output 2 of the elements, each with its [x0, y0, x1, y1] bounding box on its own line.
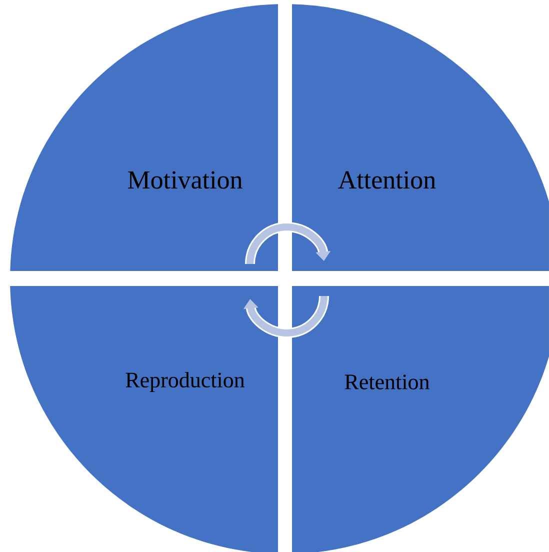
curved-arrow [244, 296, 329, 338]
curved-arrow [245, 222, 330, 264]
